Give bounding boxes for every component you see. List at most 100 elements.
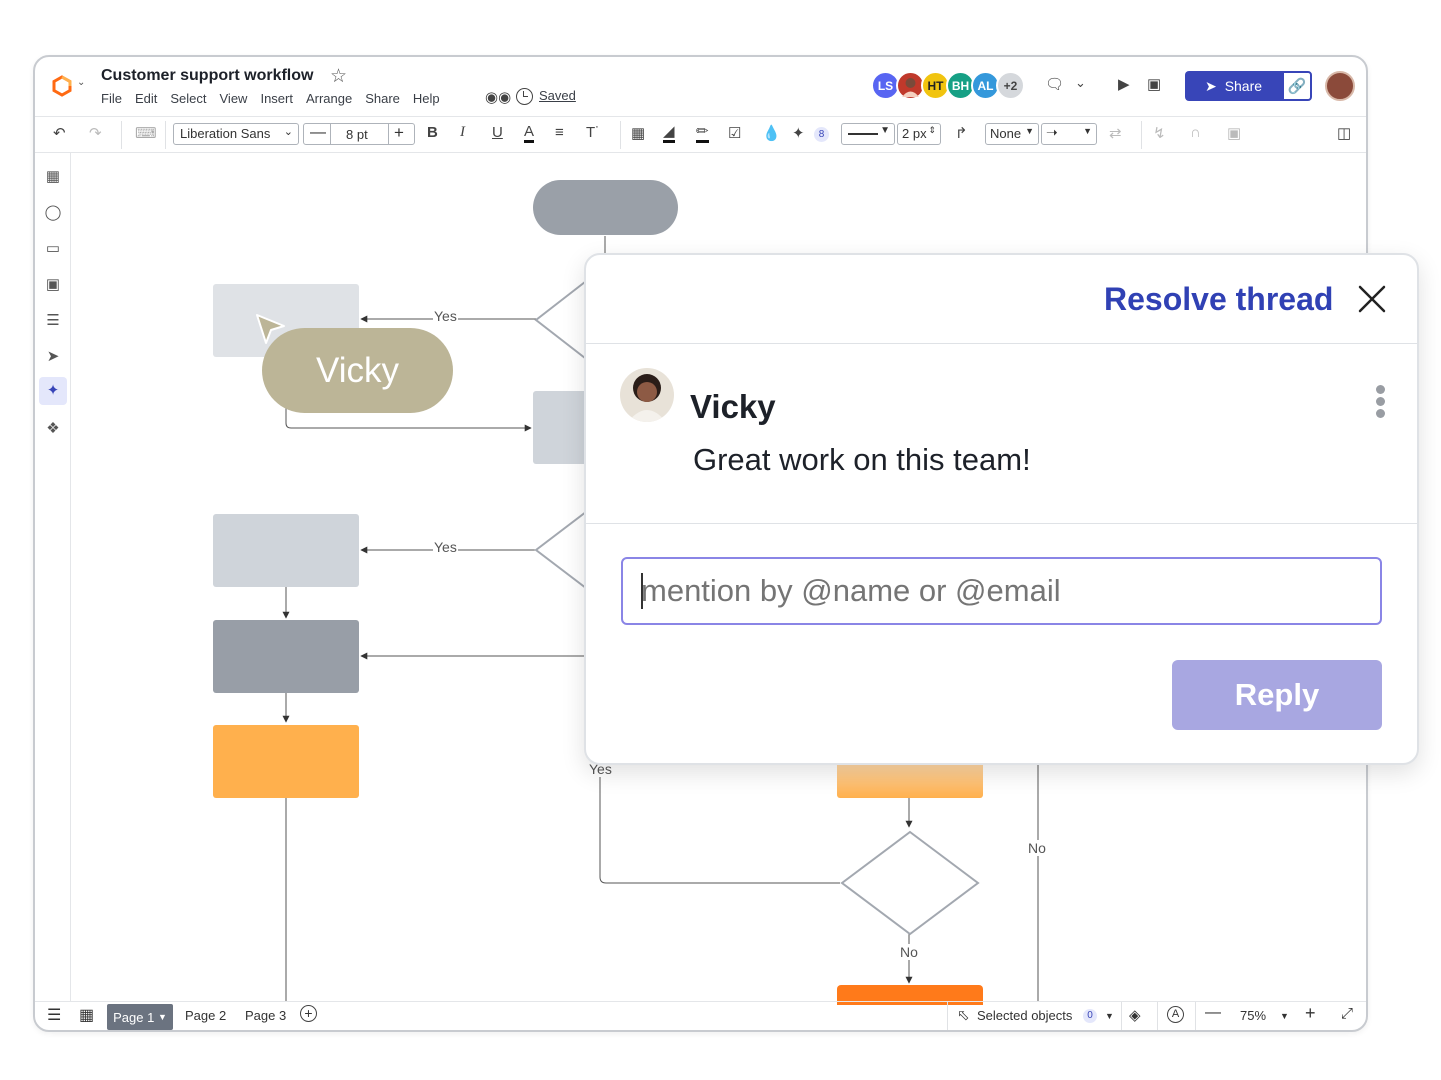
connector-label-yes[interactable]: Yes <box>588 761 613 777</box>
line-style-select[interactable]: ▼ <box>841 123 895 145</box>
share-button[interactable]: ➤ Share <box>1185 71 1282 101</box>
rocket-icon[interactable]: ➤ <box>46 348 60 365</box>
comments-icon[interactable]: 🗨 <box>1045 76 1065 93</box>
send-icon: ➤ <box>1204 77 1217 94</box>
connector-label-no[interactable]: No <box>1027 840 1047 856</box>
copy-link-button[interactable]: 🔗 <box>1282 71 1312 101</box>
page-grid-icon[interactable]: ▦ <box>79 1007 95 1024</box>
menu-select[interactable]: Select <box>170 91 207 106</box>
zoom-out-icon[interactable]: — <box>1205 1004 1221 1021</box>
magnet-icon[interactable]: ∩ <box>1190 124 1201 141</box>
menu-edit[interactable]: Edit <box>134 91 158 106</box>
caret-down-icon: ▼ <box>1025 126 1034 136</box>
selected-count-badge: 0 <box>1083 1009 1097 1023</box>
connector-label-yes[interactable]: Yes <box>433 308 458 324</box>
terminator-start-shape[interactable] <box>533 180 678 235</box>
menu-insert[interactable]: Insert <box>260 91 293 106</box>
reply-input[interactable] <box>621 557 1382 625</box>
undo-icon[interactable]: ↶ <box>53 125 66 142</box>
document-title[interactable]: Customer support workflow <box>101 67 314 84</box>
style-icon[interactable]: ☑ <box>728 125 742 142</box>
comments-chevron-icon[interactable]: ⌄ <box>1075 75 1086 90</box>
collaborator-more[interactable]: +2 <box>996 71 1025 100</box>
redo-icon[interactable]: ↷ <box>89 125 102 142</box>
comment-more-options-icon[interactable] <box>1374 385 1386 423</box>
fullscreen-icon[interactable]: ⤢ <box>1341 1005 1354 1022</box>
reply-button[interactable]: Reply <box>1172 660 1382 730</box>
opacity-icon[interactable]: 💧 <box>762 125 781 142</box>
present-icon[interactable]: ▶ <box>1118 76 1130 93</box>
endpoint-end-select[interactable]: ➝ ▼ <box>1041 123 1097 145</box>
lightning-icon[interactable]: ↯ <box>1153 125 1166 142</box>
text-options-icon[interactable]: T˙ <box>586 124 601 141</box>
right-panel-toggle-icon[interactable]: ◫ <box>1337 125 1352 142</box>
plugin-puzzle-icon[interactable]: ❖ <box>46 420 60 437</box>
text-color-icon[interactable]: A <box>524 124 535 143</box>
frames-icon[interactable]: ▭ <box>45 240 61 257</box>
templates-icon[interactable]: ▦ <box>45 168 61 185</box>
collaborator-avatar-ht[interactable]: HT <box>921 71 950 100</box>
page-tab-1[interactable]: Page 1 ▼ <box>107 1004 173 1030</box>
endpoint-start-select[interactable]: None ▼ <box>985 123 1039 145</box>
resolve-thread-button[interactable]: Resolve thread <box>1104 281 1334 317</box>
data-icon[interactable]: ☰ <box>46 312 60 329</box>
font-family-select[interactable]: Liberation Sans ⌄ <box>173 123 299 145</box>
collaborator-avatar-photo[interactable] <box>896 71 925 100</box>
underline-icon[interactable]: U <box>492 124 503 141</box>
app-logo-icon[interactable] <box>51 75 73 97</box>
image-icon[interactable]: ▣ <box>45 276 61 293</box>
menu-arrange[interactable]: Arrange <box>305 91 353 106</box>
connector-type-icon[interactable]: ↱ <box>955 125 968 142</box>
line-width-select[interactable]: 2 px ⇕ <box>897 123 941 145</box>
connector-label-no[interactable]: No <box>899 944 919 960</box>
font-family-value: Liberation Sans <box>180 126 271 141</box>
connector-label-yes[interactable]: Yes <box>433 539 458 555</box>
find-binoculars-icon[interactable]: ◉◉ <box>485 89 512 106</box>
page-tab-2[interactable]: Page 2 <box>185 1008 227 1023</box>
decrease-size-icon[interactable]: — <box>310 124 326 141</box>
effects-wand-icon[interactable]: ✦ <box>792 125 805 142</box>
user-avatar[interactable] <box>1325 71 1355 101</box>
bottom-bar: ☰ ▦ Page 1 ▼ Page 2 Page 3 + ⬁ Selected … <box>35 1001 1366 1030</box>
logo-menu-chevron-icon[interactable]: ⌄ <box>77 77 86 88</box>
process-box-dark[interactable] <box>213 620 359 693</box>
lock-icon[interactable]: ▣ <box>1227 125 1242 142</box>
caret-down-icon: ▼ <box>157 1012 167 1022</box>
save-status[interactable]: Saved <box>539 88 576 103</box>
decision-diamond-3[interactable] <box>839 829 981 937</box>
selected-objects-label[interactable]: Selected objects <box>977 1008 1073 1023</box>
zoom-in-icon[interactable]: + <box>1305 1003 1316 1023</box>
format-painter-icon[interactable]: ⌨ <box>135 125 157 142</box>
add-page-icon[interactable]: + <box>300 1005 317 1022</box>
font-size-stepper[interactable]: — 8 pt + <box>303 123 415 145</box>
close-icon[interactable] <box>1356 283 1388 315</box>
align-text-icon[interactable]: ≡ <box>555 124 564 141</box>
bold-icon[interactable]: B <box>427 124 438 141</box>
fill-color-icon[interactable]: ◢ <box>663 124 675 143</box>
outline-list-icon[interactable]: ☰ <box>47 1007 62 1024</box>
process-box-deep-orange[interactable] <box>837 985 983 1005</box>
ai-sparkle-icon[interactable]: ✦ <box>39 377 67 405</box>
frame-icon[interactable]: ▦ <box>631 125 646 142</box>
menu-share[interactable]: Share <box>365 91 400 106</box>
menu-view[interactable]: View <box>219 91 248 106</box>
comment-thread-panel: Resolve thread Vicky Great work on this … <box>584 253 1419 765</box>
layers-icon[interactable]: ◈ <box>1129 1007 1141 1024</box>
star-icon[interactable]: ☆ <box>330 66 348 87</box>
increase-size-icon[interactable]: + <box>394 123 404 142</box>
page-tab-3[interactable]: Page 3 <box>245 1008 287 1023</box>
swap-endpoints-icon[interactable]: ⇄ <box>1109 125 1122 142</box>
menu-file[interactable]: File <box>101 91 122 106</box>
accessibility-icon[interactable]: A <box>1167 1006 1184 1023</box>
process-box-orange[interactable] <box>213 725 359 798</box>
caret-down-icon[interactable]: ▼ <box>1280 1011 1289 1021</box>
caret-down-icon[interactable]: ▼ <box>1105 1011 1114 1021</box>
collaborator-avatar-al[interactable]: AL <box>971 71 1000 100</box>
menu-help[interactable]: Help <box>412 91 440 106</box>
shapes-icon[interactable]: ◯ <box>44 204 62 221</box>
process-box-mid-2[interactable] <box>213 514 359 587</box>
video-call-icon[interactable]: ▣ <box>1147 76 1162 93</box>
zoom-level[interactable]: 75% <box>1240 1008 1267 1023</box>
italic-icon[interactable]: I <box>460 124 465 140</box>
line-color-icon[interactable]: ✏ <box>696 124 709 143</box>
